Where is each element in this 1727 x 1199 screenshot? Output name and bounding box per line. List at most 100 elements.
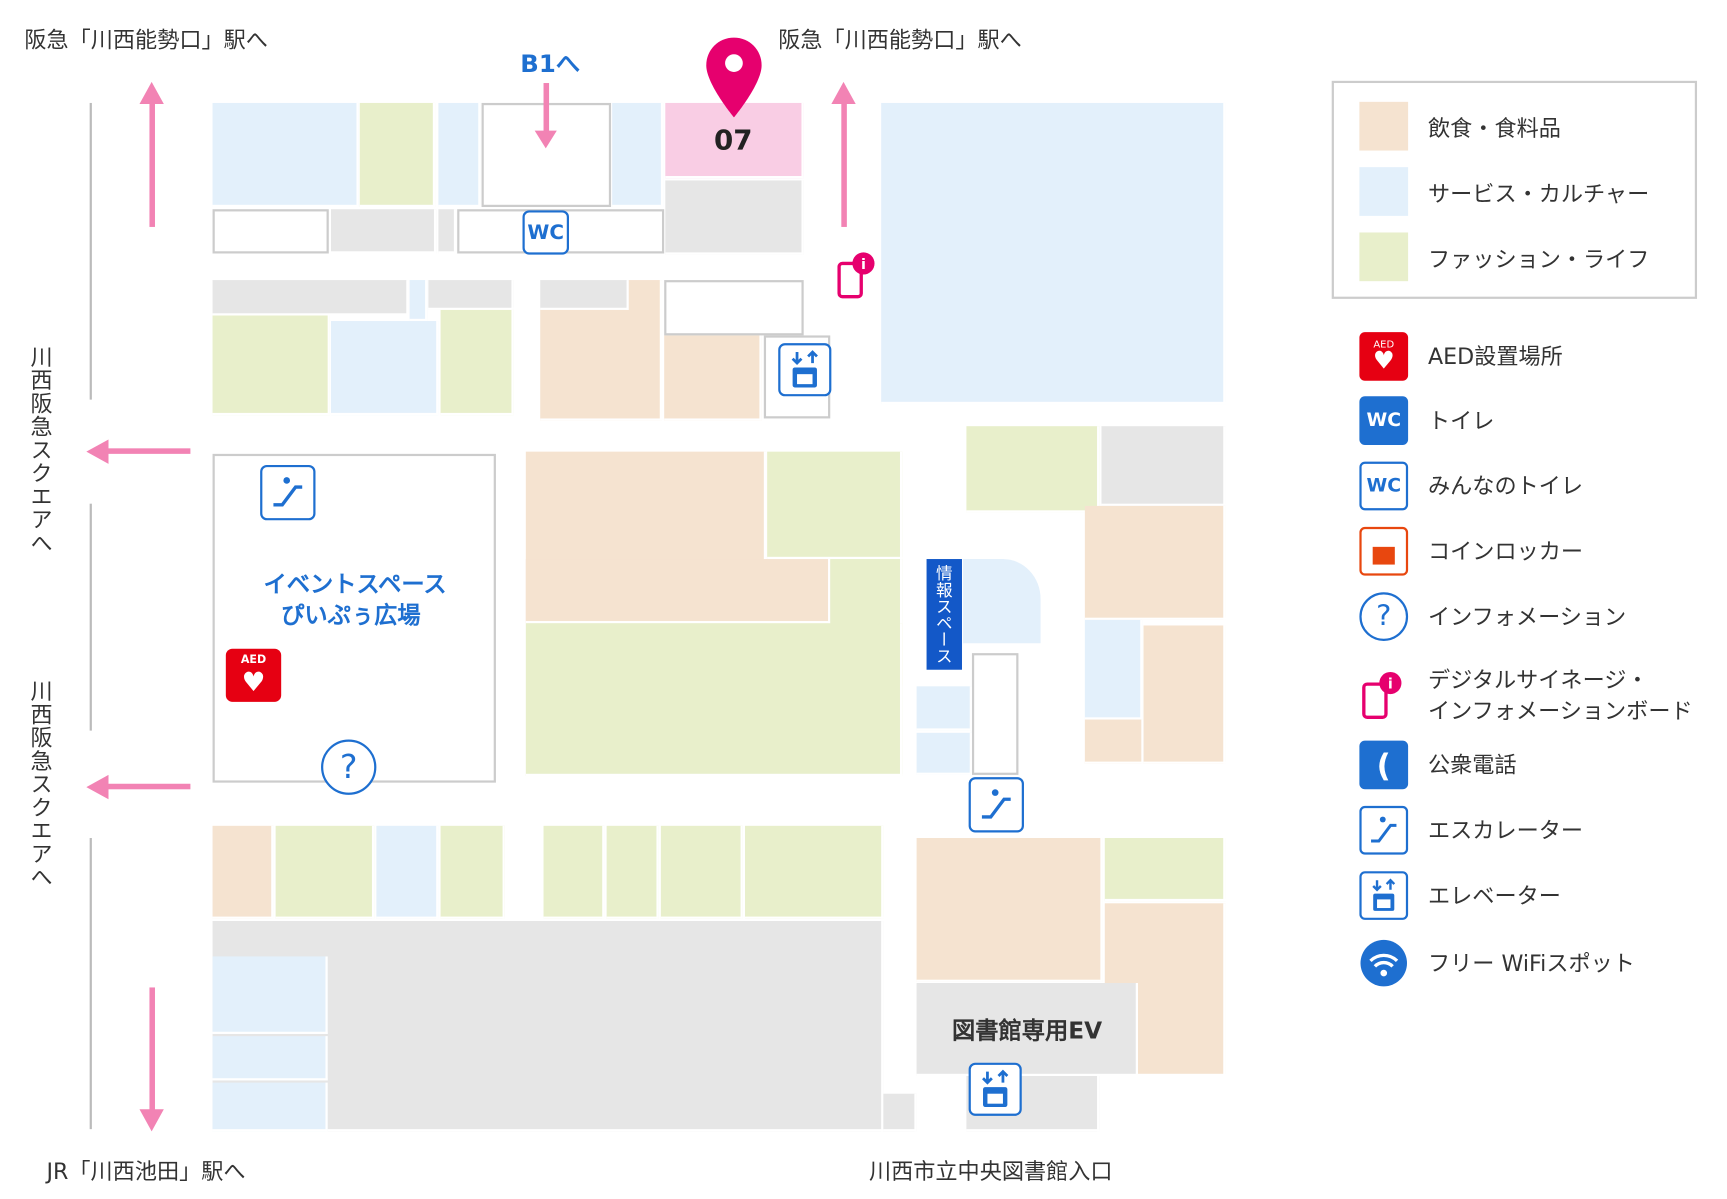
arrow-head (831, 81, 856, 105)
store-area[interactable] (1084, 619, 1143, 720)
store-area[interactable] (664, 335, 762, 421)
heart-icon: ♥ (241, 665, 266, 697)
store-area[interactable] (916, 837, 1103, 982)
legend-label: みんなのトイレ (1428, 472, 1584, 500)
store-area[interactable] (881, 102, 1226, 405)
store-area[interactable] (212, 102, 359, 208)
legend-category: サービス・カルチャー (1359, 167, 1649, 216)
store-area[interactable] (438, 102, 481, 208)
legend-box (1331, 80, 1698, 299)
legend-label: サービス・カルチャー (1428, 179, 1650, 207)
legend-item: AED♥AED設置場所 (1359, 332, 1563, 381)
common-area (540, 280, 629, 310)
color-swatch (1359, 232, 1409, 282)
elevator-map-icon[interactable] (778, 343, 832, 397)
store-area[interactable] (525, 559, 831, 624)
digital-signage-map-icon[interactable]: i (835, 250, 879, 301)
color-swatch (1359, 167, 1409, 216)
legend-item: エレベーター (1359, 871, 1561, 920)
store-area[interactable] (212, 1082, 328, 1132)
store-area[interactable] (212, 825, 274, 919)
arrow-left-icon (105, 448, 191, 454)
arrow-left-icon (105, 783, 191, 790)
coin-locker-icon (1359, 526, 1428, 576)
location-pin-icon[interactable] (704, 35, 764, 119)
store-area[interactable] (1104, 837, 1226, 902)
digital-signage-icon: i (1359, 671, 1428, 720)
arrow-head (139, 81, 164, 105)
store-area[interactable] (359, 102, 436, 208)
exit-label-hankyu-right[interactable]: 阪急「川西能勢口」駅へ (778, 26, 1022, 54)
structure (971, 653, 1019, 775)
store-area[interactable] (212, 956, 328, 1034)
information-icon: ? (1359, 592, 1428, 641)
legend-label: トイレ (1428, 407, 1495, 434)
event-space-name: ぴいぷぅ広場 (281, 602, 421, 629)
store-area[interactable] (212, 315, 330, 416)
escalator-icon (1359, 805, 1428, 855)
store-area[interactable] (440, 309, 514, 416)
store-area[interactable] (1143, 625, 1226, 764)
exit-label-square-2[interactable]: 川西阪急スクエアへ (26, 679, 54, 889)
escalator-map-icon[interactable] (968, 777, 1024, 833)
arrow-up-icon (841, 99, 847, 227)
public-phone-icon: ( (1359, 740, 1428, 790)
store-area[interactable] (916, 732, 972, 775)
store-area[interactable] (212, 1036, 328, 1081)
store-area[interactable] (543, 825, 605, 919)
arrow-down-icon (543, 83, 550, 133)
exit-label-library[interactable]: 川西市立中央図書館入口 (868, 1157, 1113, 1185)
store-area[interactable] (1084, 505, 1226, 620)
elevator-icon (1359, 871, 1428, 920)
legend-label: ファッション・ライフ (1428, 245, 1650, 272)
exit-label-jr[interactable]: JR「川西池田」駅へ (46, 1157, 246, 1185)
store-area[interactable] (275, 825, 375, 919)
structure (212, 209, 329, 254)
store-number[interactable]: 07 (714, 123, 753, 157)
arrow-head (86, 439, 109, 464)
common-area (438, 209, 457, 254)
exit-label-square-1[interactable]: 川西阪急スクエアへ (26, 345, 54, 555)
store-area[interactable] (440, 825, 505, 919)
store-area[interactable] (540, 309, 662, 421)
elevator-map-icon[interactable] (968, 1062, 1022, 1116)
arrow-head (86, 774, 109, 800)
legend-label: フリー WiFiスポット (1428, 949, 1635, 977)
legend-item: コインロッカー (1359, 526, 1583, 576)
legend-label: AED設置場所 (1428, 343, 1563, 370)
store-area[interactable] (409, 280, 428, 322)
information-map-icon[interactable]: ? (321, 739, 377, 795)
b1-link[interactable]: B1へ (520, 50, 581, 79)
store-area[interactable] (966, 426, 1100, 513)
store-area[interactable] (376, 825, 439, 919)
wall-line (89, 102, 92, 400)
store-area[interactable] (612, 102, 664, 208)
color-swatch (1359, 101, 1409, 151)
store-area[interactable] (660, 825, 743, 919)
toilet-map-icon[interactable]: WC (522, 210, 569, 255)
store-area[interactable] (606, 825, 659, 919)
arrow-head (534, 130, 557, 149)
common-area (883, 1093, 917, 1132)
store-area[interactable] (745, 825, 884, 919)
legend-label: エスカレーター (1428, 816, 1584, 844)
store-area[interactable] (1084, 719, 1144, 764)
escalator-map-icon[interactable] (260, 464, 316, 521)
wall-line (89, 837, 92, 1130)
common-area (212, 280, 409, 316)
legend-label: エレベーター (1428, 882, 1561, 909)
store-area[interactable] (963, 559, 1043, 646)
legend-item: ?インフォメーション (1359, 592, 1626, 641)
legend-item: (公衆電話 (1359, 740, 1517, 790)
store-area[interactable] (330, 321, 439, 416)
legend-label: 飲食・食料品 (1428, 114, 1561, 142)
store-area[interactable] (767, 451, 903, 560)
aed-map-icon[interactable]: AED♥ (225, 648, 282, 702)
exit-label-hankyu-left[interactable]: 阪急「川西能勢口」駅へ (24, 26, 268, 54)
common-area (1101, 426, 1226, 506)
store-area[interactable] (525, 623, 903, 777)
store-area[interactable] (916, 686, 972, 731)
